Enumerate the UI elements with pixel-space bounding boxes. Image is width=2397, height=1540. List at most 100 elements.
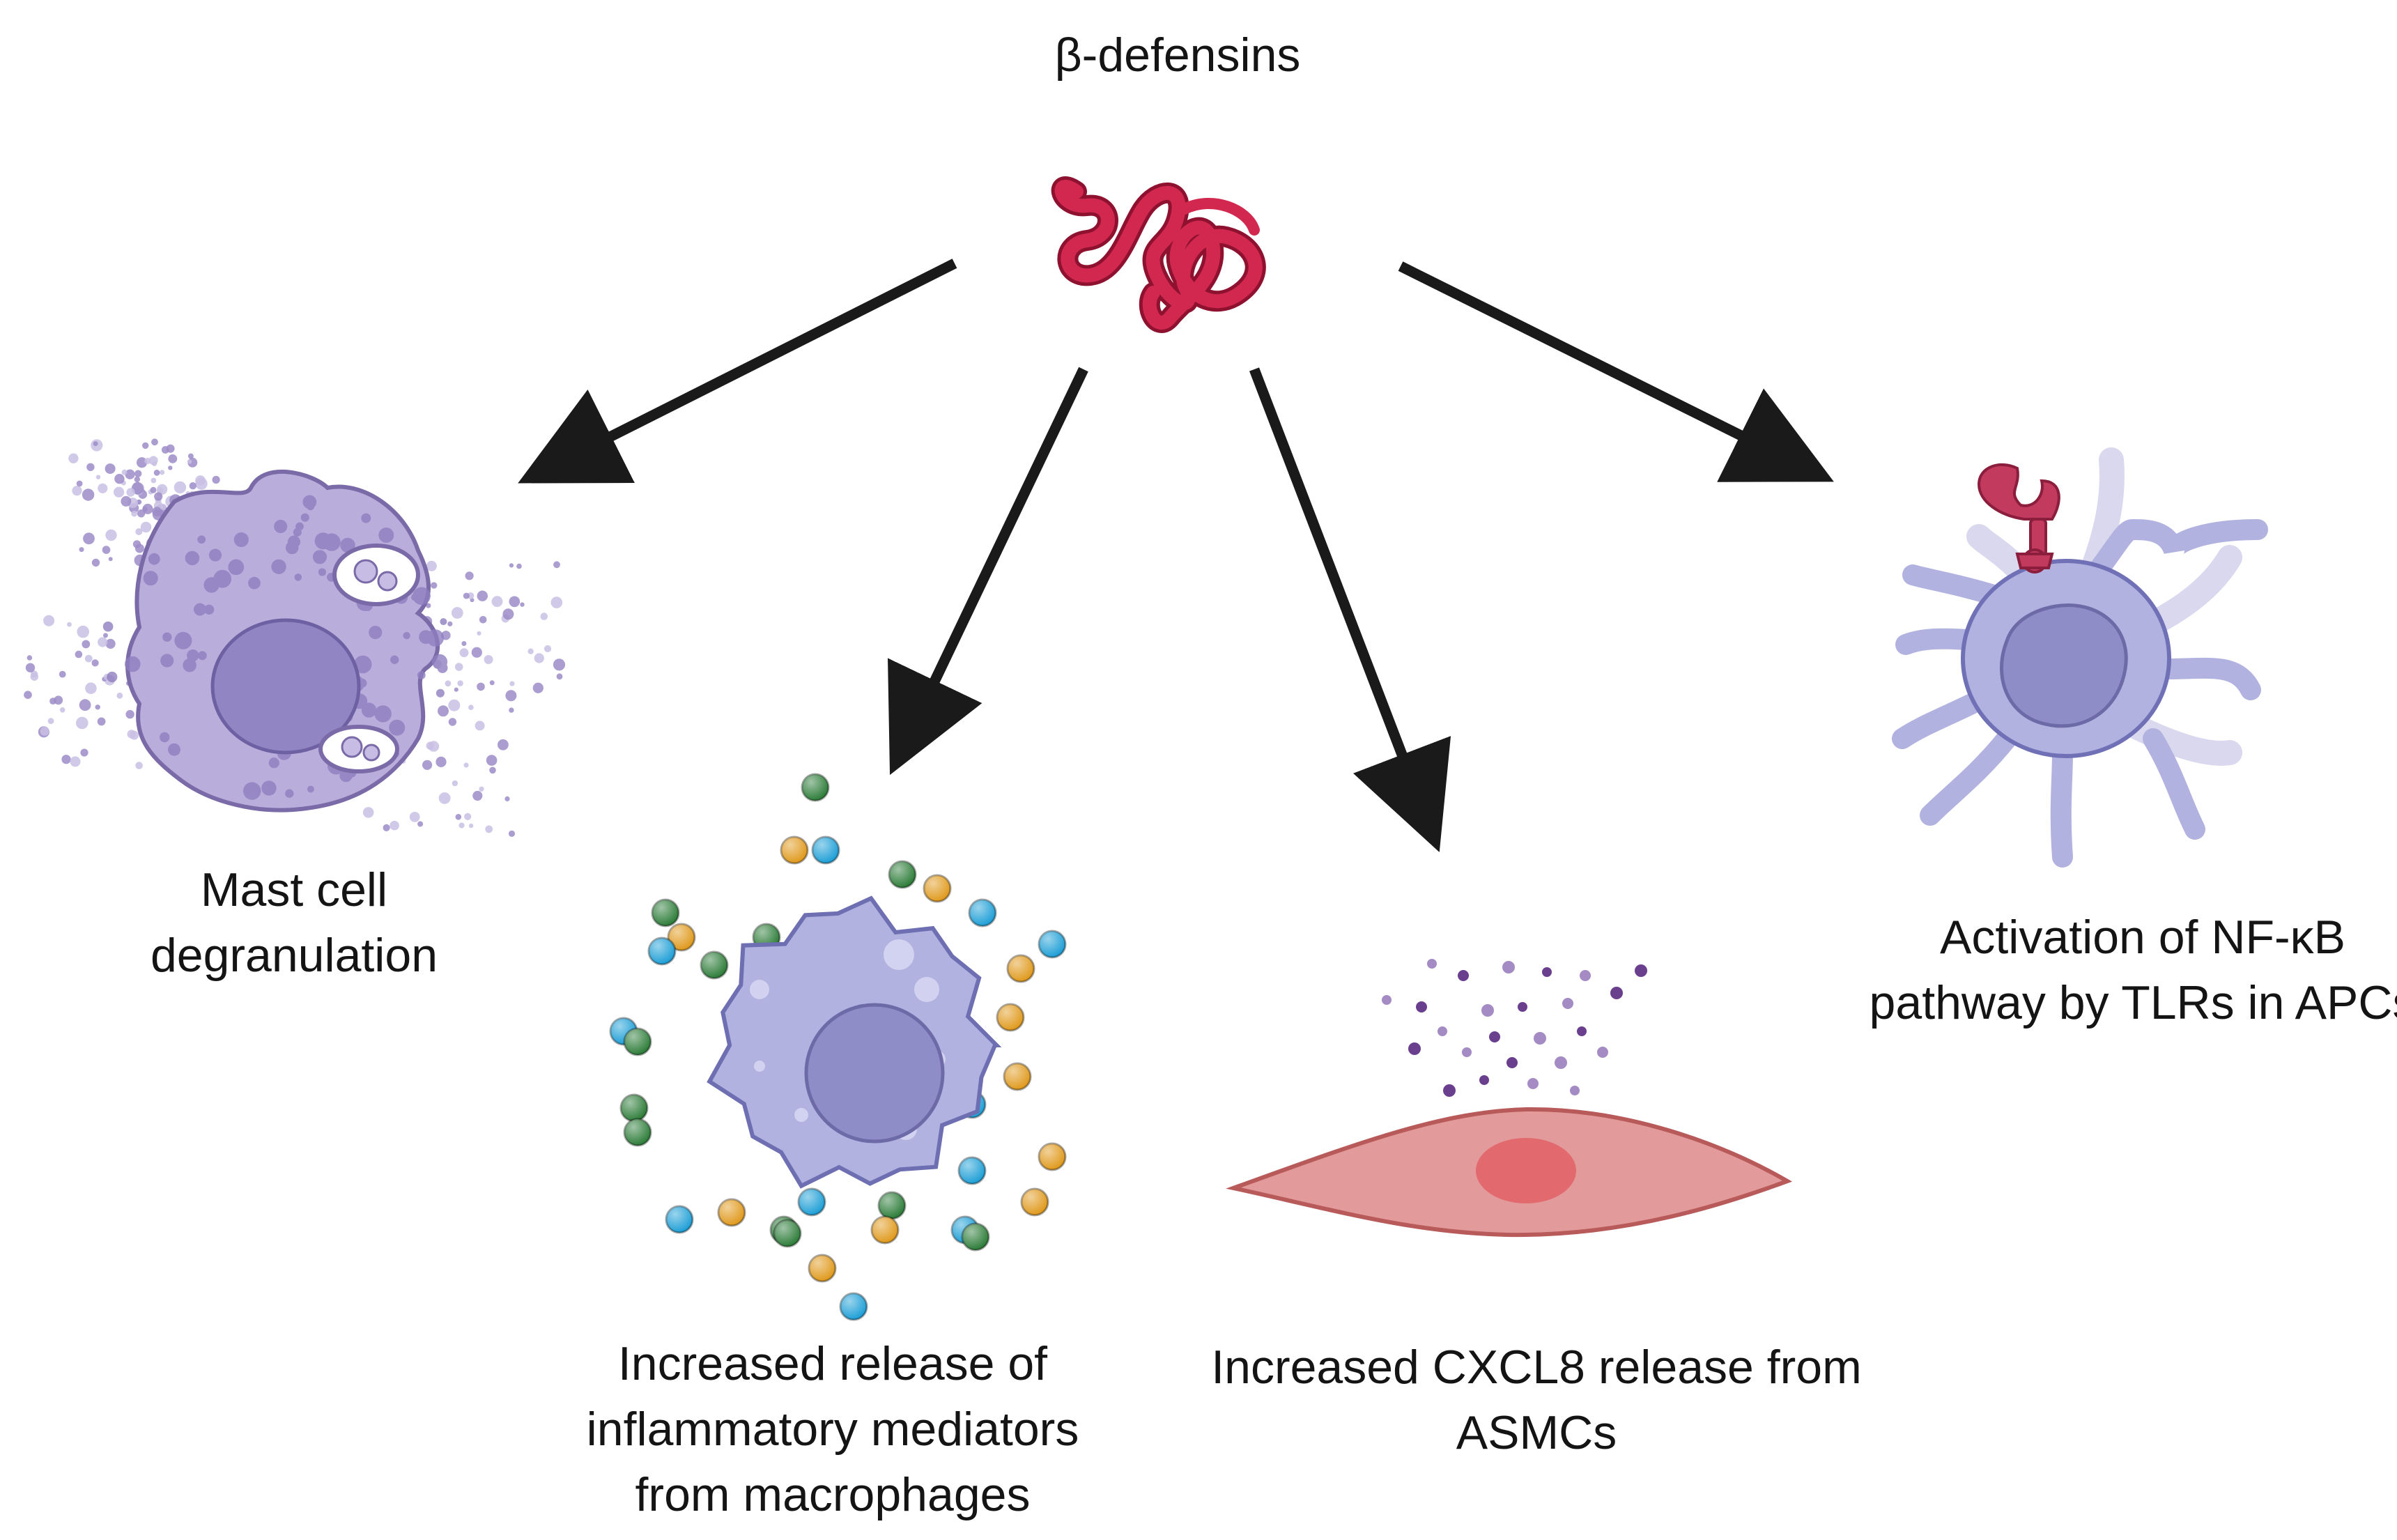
- granule: [98, 483, 108, 493]
- granule: [228, 559, 245, 576]
- granule: [426, 629, 444, 647]
- label-line: from macrophages: [635, 1468, 1031, 1521]
- granule: [24, 691, 32, 699]
- granule: [160, 504, 167, 510]
- granule: [459, 648, 469, 658]
- cxcl8-particle: [1635, 964, 1647, 977]
- granule: [390, 820, 399, 831]
- granule: [505, 690, 517, 702]
- mediator-highlight: [649, 938, 675, 964]
- mediator-highlight: [1004, 1063, 1031, 1090]
- granule: [130, 730, 139, 740]
- granule: [294, 573, 302, 581]
- granule: [134, 470, 142, 477]
- mediator-highlight: [668, 924, 695, 950]
- mediator-highlight: [1039, 1144, 1065, 1170]
- granule: [198, 651, 207, 661]
- vacuole: [794, 1108, 808, 1122]
- granule: [160, 470, 165, 475]
- granule: [437, 662, 448, 673]
- granule: [67, 622, 72, 627]
- granule: [534, 653, 544, 663]
- granule: [353, 655, 372, 674]
- granule: [426, 560, 437, 571]
- granule: [140, 521, 152, 533]
- granule: [103, 633, 108, 638]
- mediator-highlight: [1022, 1189, 1048, 1215]
- mediator-highlight: [774, 1220, 801, 1247]
- granule: [102, 546, 111, 554]
- mediator-highlight: [624, 1029, 651, 1055]
- cxcl8-particle: [1502, 961, 1515, 973]
- granule: [383, 824, 390, 831]
- cxcl8-particle: [1562, 998, 1573, 1009]
- label-line: Increased CXCL8 release from: [1211, 1341, 1862, 1394]
- granule: [152, 507, 162, 517]
- mediator-highlight: [718, 1199, 745, 1226]
- granule: [83, 532, 95, 545]
- inflammatory-mediators: [609, 773, 1067, 1321]
- granule: [142, 503, 153, 514]
- granule: [31, 670, 38, 678]
- granule: [477, 631, 481, 636]
- granule: [153, 470, 160, 476]
- granule: [468, 704, 474, 710]
- arrow-to-mast-cell: [518, 259, 957, 484]
- granule: [114, 474, 125, 484]
- granule: [168, 465, 173, 470]
- granule: [287, 535, 300, 548]
- cxcl8-particle: [1527, 1078, 1539, 1089]
- granule: [77, 625, 89, 638]
- arrow-to-macrophage: [888, 367, 1088, 776]
- mast-cell-icon: [24, 438, 566, 837]
- granule: [97, 717, 106, 726]
- label-macrophage: Increased release of inflammatory mediat…: [587, 1331, 1079, 1527]
- granule: [187, 459, 192, 464]
- granule: [431, 582, 438, 589]
- mediator-highlight: [812, 837, 839, 863]
- granule: [121, 469, 128, 475]
- granule: [195, 477, 208, 490]
- mediator-highlight: [997, 1004, 1024, 1031]
- granule: [417, 821, 424, 827]
- granule: [79, 699, 91, 711]
- granule: [105, 463, 116, 475]
- mediator-highlight: [802, 774, 828, 801]
- granule: [454, 663, 463, 671]
- label-line: pathway by TLRs in APCs: [1869, 976, 2397, 1029]
- granule: [553, 659, 566, 671]
- granule: [70, 756, 81, 767]
- mediator-highlight: [624, 1119, 651, 1146]
- granule: [107, 671, 118, 683]
- cxcl8-particle: [1408, 1042, 1421, 1055]
- tlr-receptor-icon: [1977, 463, 2060, 573]
- mediator-highlight: [781, 837, 808, 863]
- label-line: inflammatory mediators: [586, 1403, 1079, 1456]
- granule: [76, 716, 88, 730]
- cxcl8-particle: [1382, 995, 1392, 1005]
- granule: [121, 495, 132, 507]
- cxcl8-particle: [1542, 967, 1552, 977]
- granule: [189, 482, 196, 490]
- granule: [479, 786, 484, 792]
- granule: [151, 438, 158, 446]
- granule: [361, 513, 371, 523]
- granule: [475, 721, 485, 731]
- granule: [448, 699, 461, 711]
- dendritic-cell-icon: [1892, 447, 2268, 868]
- cxcl8-particle: [1416, 1001, 1427, 1012]
- granule: [248, 576, 261, 590]
- granule: [137, 457, 148, 468]
- granule: [422, 760, 433, 770]
- source-label: β-defensins: [1054, 29, 1301, 82]
- granule: [491, 596, 503, 608]
- granule: [125, 709, 134, 719]
- granule: [520, 602, 525, 607]
- granule: [268, 757, 279, 769]
- granule: [40, 726, 49, 736]
- granule: [369, 626, 383, 640]
- granule: [502, 608, 514, 620]
- mediator-highlight: [652, 900, 679, 926]
- granule: [79, 547, 84, 553]
